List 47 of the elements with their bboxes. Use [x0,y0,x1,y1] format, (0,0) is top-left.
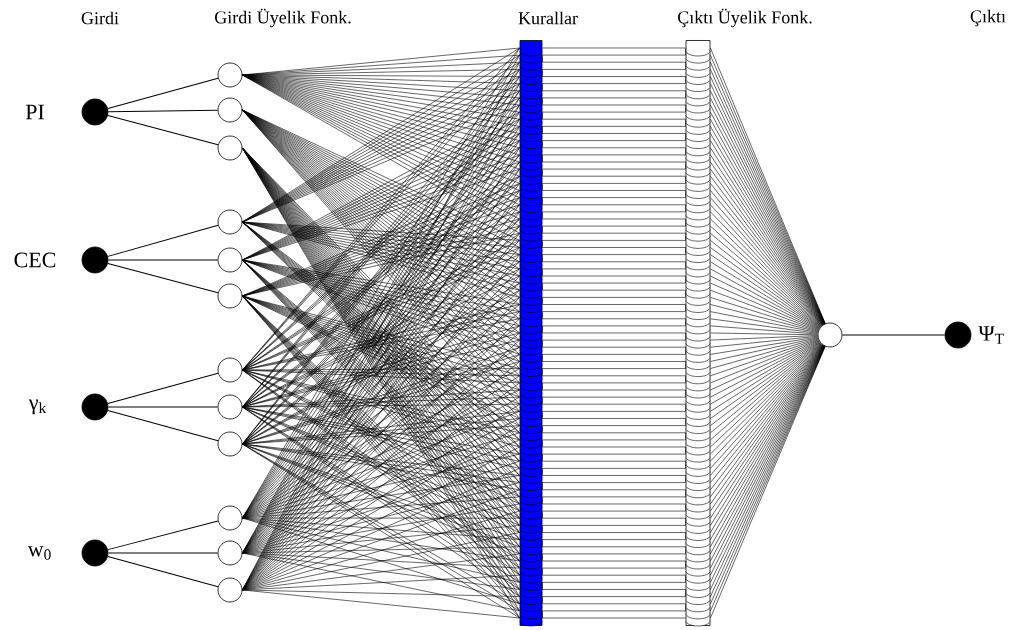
membership-circle [217,394,243,420]
connector-fan [542,47,686,619]
connector-fan [242,47,520,491]
connector-line [107,556,219,588]
connector-line [107,552,219,554]
membership-circle [217,577,243,603]
connector-line [107,372,219,404]
variable-label: Ψ$_{T}$ [978,326,1004,344]
membership-circle [217,135,243,161]
connector-line [841,334,946,336]
variable-label: w$_{0}$ [27,546,51,560]
connector-fan [242,47,520,234]
connector-fan [242,109,520,426]
connector-line [107,224,219,257]
membership-circle [217,540,243,566]
connector-line [107,520,219,551]
input-node [81,539,109,567]
connector-line [107,262,219,294]
input-node [944,321,972,349]
column-heading: Çıktı [970,9,1006,27]
membership-circle [217,209,243,235]
output-membership-column [685,40,711,627]
column-heading: Girdi [81,11,119,25]
membership-circle [217,97,243,123]
variable-label: γ$_{k}$ [28,399,47,415]
membership-circle [217,283,243,309]
connector-line [107,114,219,146]
connector-fan [242,111,520,555]
connector-line [107,77,219,109]
connector-fan [710,47,826,619]
variable-label: PI [25,104,44,120]
variable-label: CEC [14,252,56,268]
membership-circle [217,247,243,273]
membership-circle [817,322,843,348]
input-node [81,393,109,421]
membership-circle [217,505,243,531]
membership-circle [217,431,243,457]
input-node [81,246,109,274]
connector-line [107,109,219,113]
column-heading: Girdi Üyelik Fonk. [215,8,351,28]
connector-line [107,406,219,408]
connector-line [107,410,219,442]
membership-circle [217,62,243,88]
input-node [81,98,109,126]
rule-column [519,40,543,627]
connector-line [107,259,219,261]
membership-circle [217,357,243,383]
